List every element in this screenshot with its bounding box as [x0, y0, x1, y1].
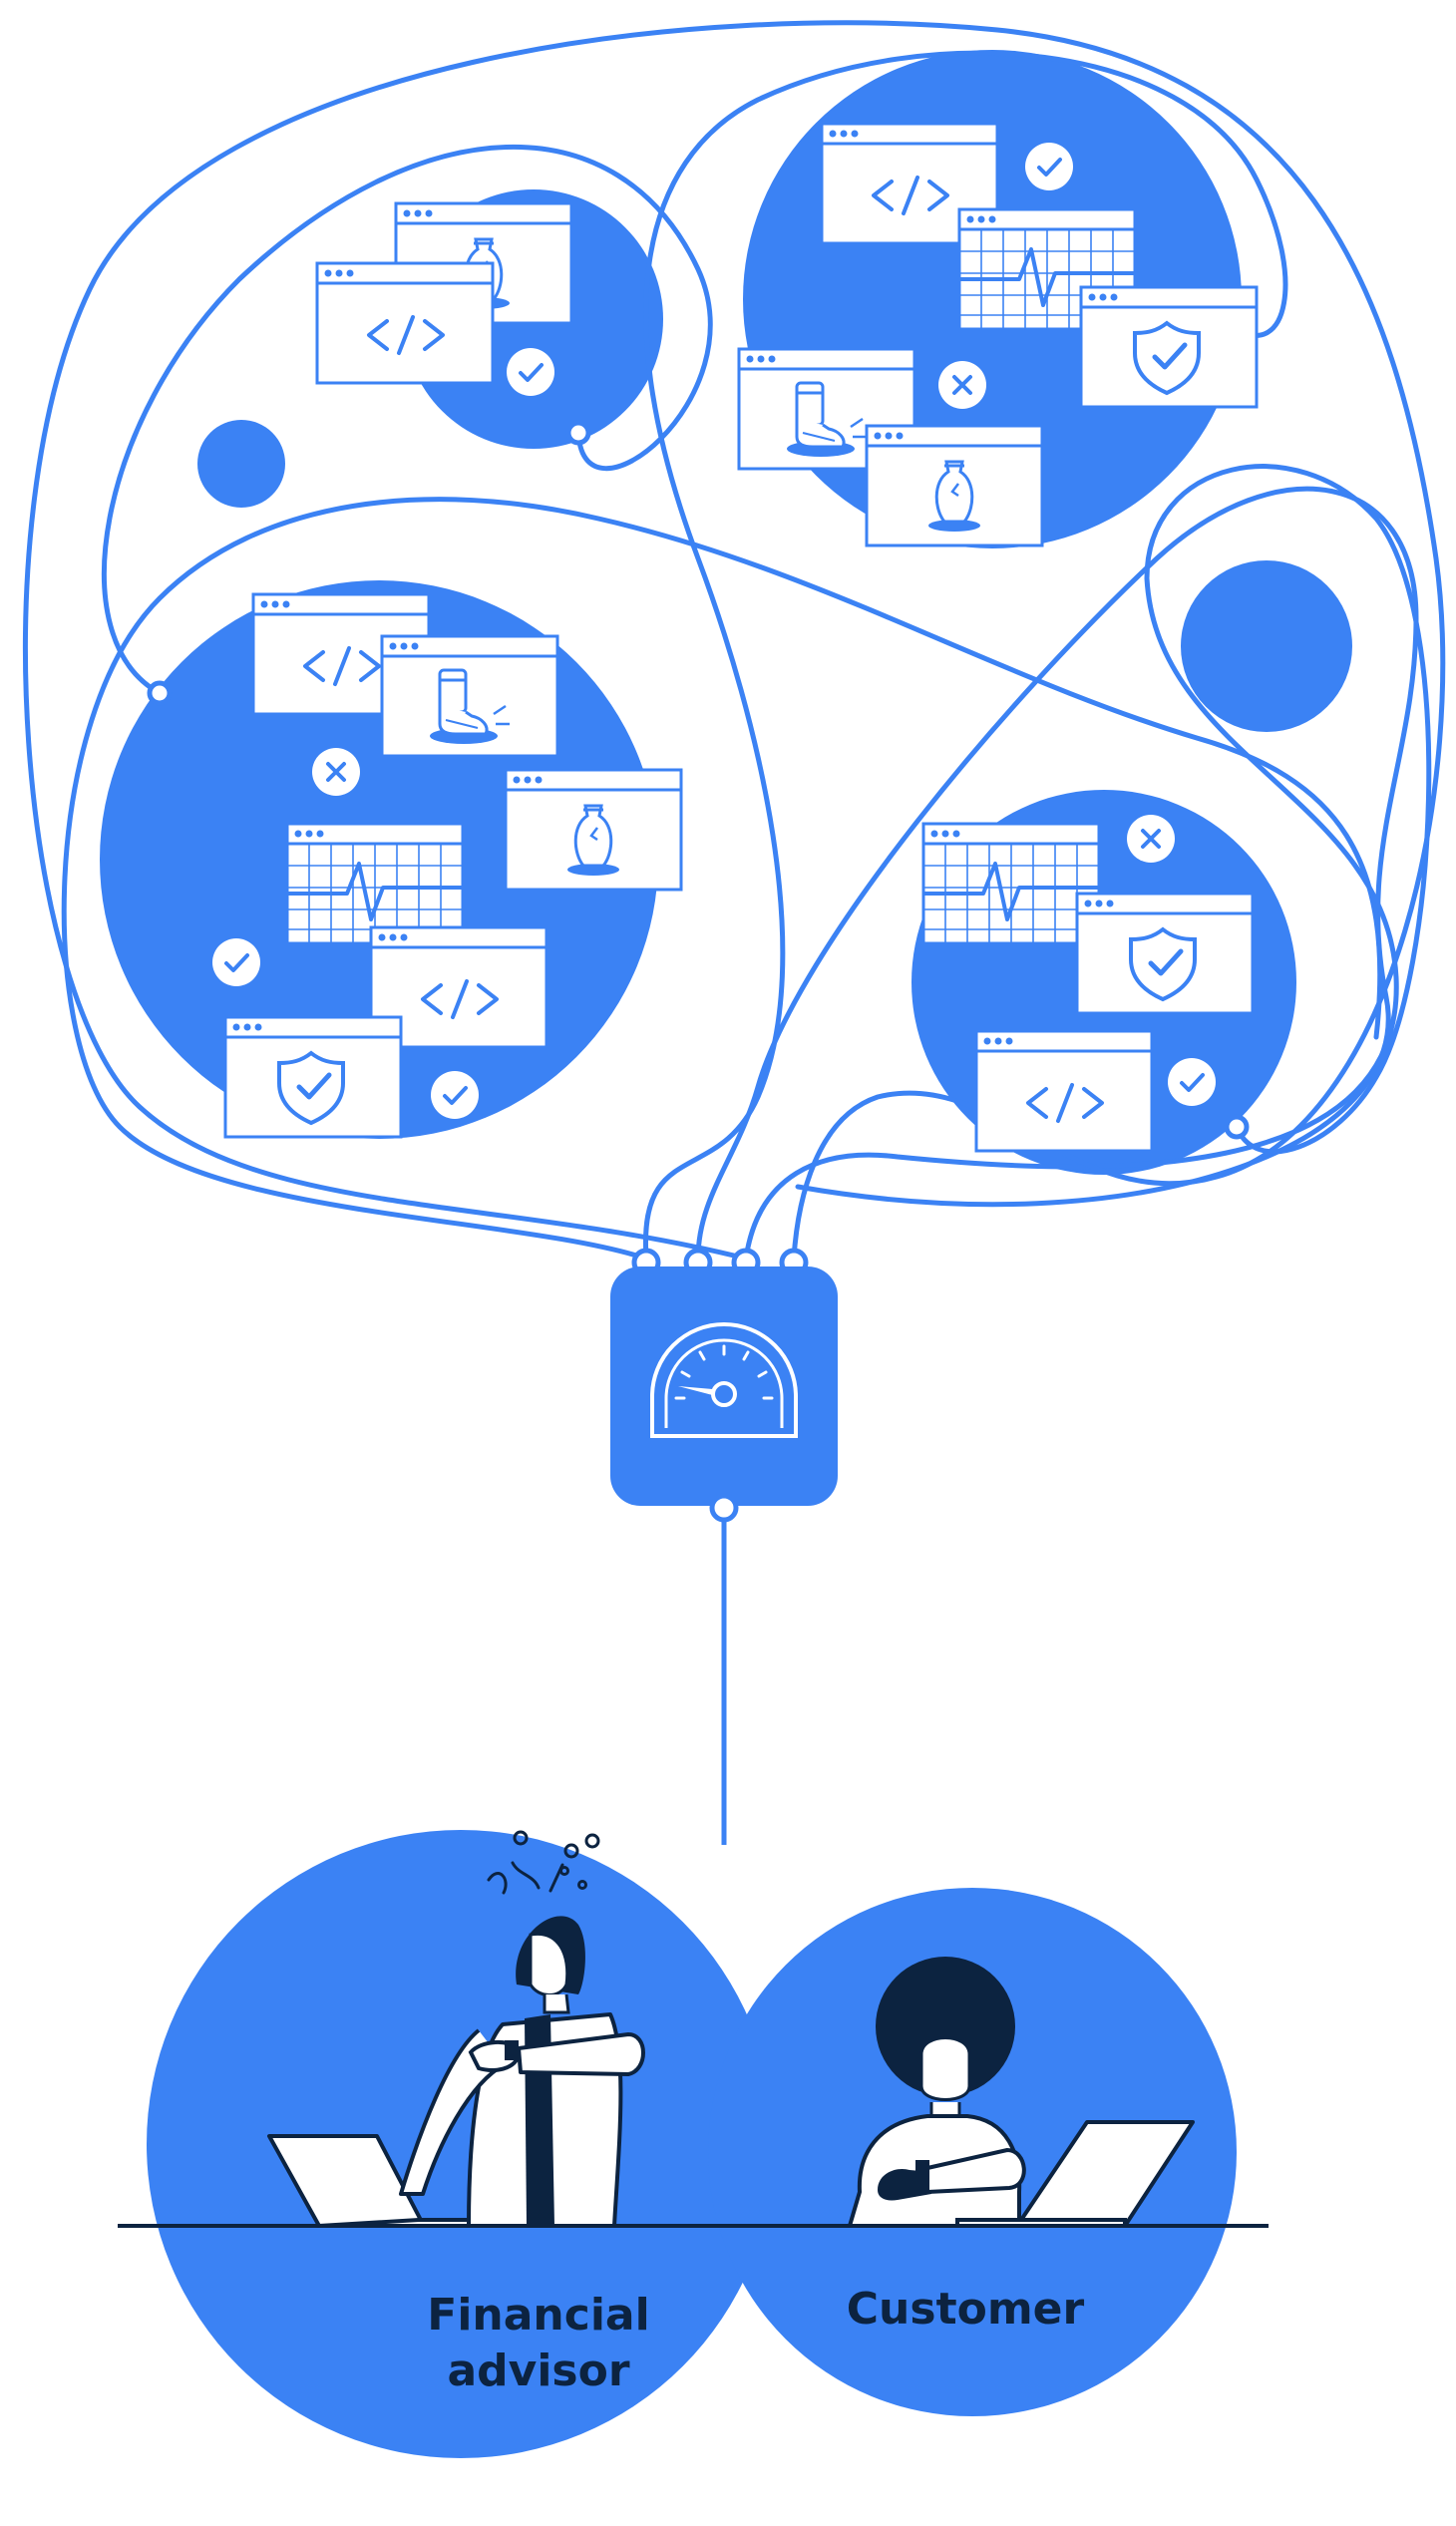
- wire-d: [743, 464, 1432, 1262]
- customer-figure: [848, 1957, 1026, 2228]
- financial-advisor-figure: [399, 1830, 645, 2228]
- wire-f: [61, 497, 1383, 1262]
- wire-b: [642, 50, 1288, 1262]
- check-icon: [1166, 1056, 1218, 1108]
- code-window-icon: [974, 1029, 1154, 1153]
- meeting-scene: Financial advisor Customer: [118, 1830, 1269, 2458]
- laptop-icon: [955, 2120, 1195, 2228]
- hub-port: [709, 1493, 739, 1523]
- vase-window-icon: [315, 261, 495, 385]
- broken-leg-window-icon: [380, 634, 559, 758]
- dot-small: [197, 420, 285, 508]
- cross-icon: [1125, 813, 1177, 865]
- wire-node: [147, 680, 173, 706]
- wire-c: [695, 486, 1419, 1262]
- speedometer-icon: [650, 1322, 798, 1438]
- advisor-circle: [147, 1830, 775, 2458]
- check-icon: [429, 1069, 481, 1121]
- vase-window-icon: [504, 768, 683, 892]
- check-icon: [210, 936, 262, 988]
- check-icon: [1023, 141, 1075, 192]
- cross-icon: [936, 359, 988, 411]
- advisor-label-line1: Financial: [427, 2290, 649, 2341]
- wire-end-nodes: [147, 420, 1250, 1140]
- cross-icon: [310, 746, 362, 798]
- wire-node: [1224, 1114, 1250, 1140]
- ecg-window-icon: [921, 822, 1101, 945]
- tangled-wires: [23, 20, 1446, 1262]
- wire-node: [565, 420, 591, 446]
- laptop-icon: [267, 2134, 489, 2228]
- shield-window-icon: [223, 1015, 403, 1139]
- wire-e: [23, 20, 1446, 1262]
- shield-window-icon: [1079, 285, 1259, 409]
- vase-window-icon: [865, 424, 1044, 547]
- dot-large: [1181, 560, 1352, 732]
- shield-window-icon: [1075, 892, 1255, 1015]
- ecg-window-icon: [285, 822, 465, 945]
- customer-label: Customer: [847, 2284, 1085, 2335]
- check-icon: [505, 346, 556, 398]
- speedometer-hub: [610, 1248, 838, 1845]
- wire-a: [101, 145, 713, 696]
- advisor-label-line2: advisor: [447, 2346, 629, 2396]
